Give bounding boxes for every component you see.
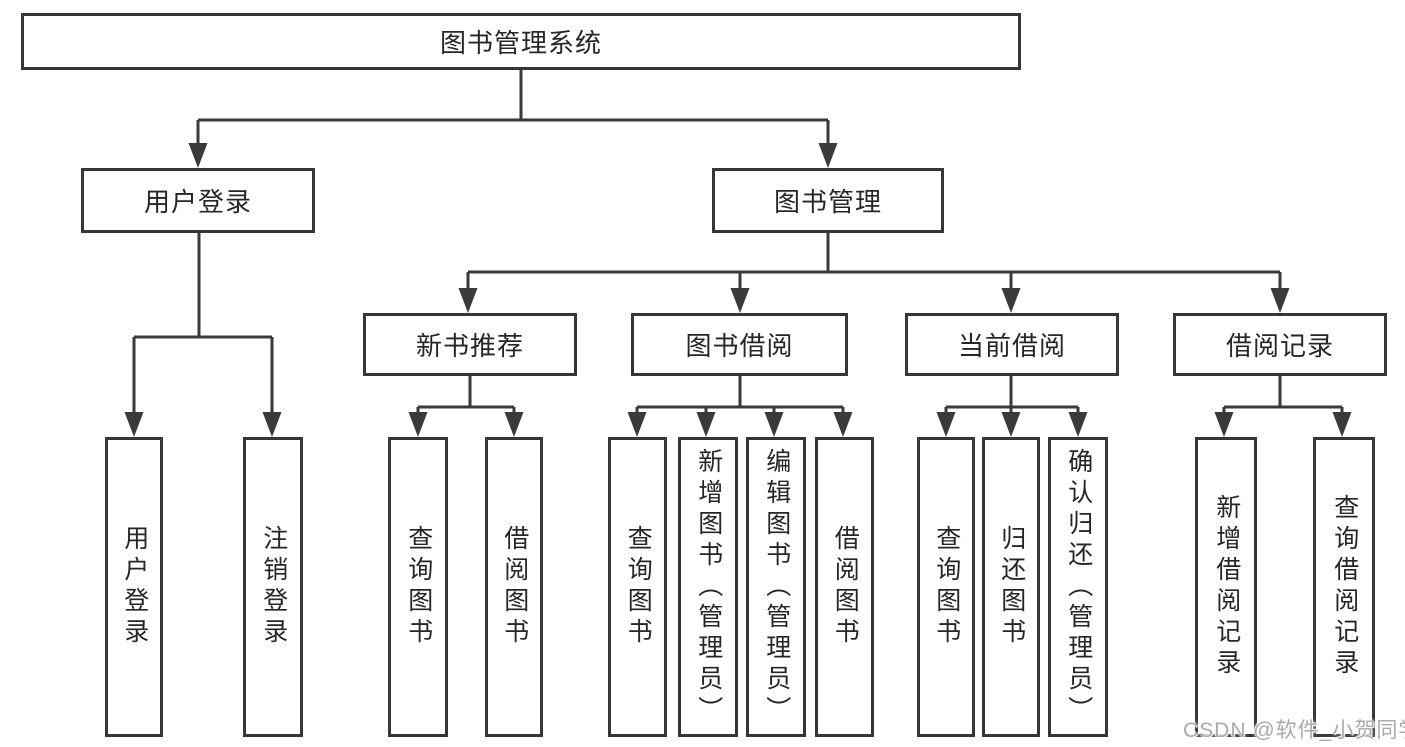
leaf-logout: 注销登录 bbox=[243, 437, 303, 737]
leaf-add-borrow-record: 新增借阅记录 bbox=[1195, 437, 1257, 737]
arrowheads bbox=[124, 143, 1352, 437]
leaf-user-login: 用户登录 bbox=[105, 437, 163, 737]
connector-user-login-to-leaves bbox=[132, 232, 274, 418]
node-user-login: 用户登录 bbox=[81, 168, 315, 233]
leaf-query-books-borrowing: 查询图书 bbox=[608, 437, 667, 737]
connector-book-mgmt-to-level3 bbox=[466, 232, 1282, 293]
leaf-query-borrow-record: 查询借阅记录 bbox=[1313, 437, 1375, 737]
arrow-icon bbox=[1068, 412, 1088, 437]
leaf-borrow-books-recommend: 借阅图书 bbox=[485, 437, 543, 737]
connector-root-to-level2 bbox=[196, 69, 830, 148]
arrow-icon bbox=[627, 412, 647, 437]
leaf-confirm-return-admin: 确认归还（管理员） bbox=[1048, 437, 1108, 737]
leaf-return-book: 归还图书 bbox=[982, 437, 1040, 737]
connector-borrowing-to-leaves bbox=[635, 375, 845, 420]
node-current-borrowing: 当前借阅 bbox=[905, 313, 1119, 376]
arrow-icon bbox=[1270, 288, 1290, 313]
leaf-borrow-books-borrowing: 借阅图书 bbox=[815, 437, 874, 737]
node-borrowing-records: 借阅记录 bbox=[1173, 313, 1387, 376]
arrow-icon bbox=[408, 412, 428, 437]
node-root-library-system: 图书管理系统 bbox=[21, 13, 1021, 70]
connector-records-to-leaves bbox=[1222, 375, 1344, 420]
connector-new-book-to-leaves bbox=[416, 375, 516, 420]
arrow-icon bbox=[458, 288, 478, 313]
arrow-icon bbox=[833, 412, 853, 437]
arrow-icon bbox=[730, 288, 750, 313]
arrow-icon bbox=[504, 412, 524, 437]
node-new-book-recommend: 新书推荐 bbox=[363, 313, 577, 376]
arrow-icon bbox=[1214, 412, 1234, 437]
arrow-icon bbox=[124, 412, 144, 437]
arrow-icon bbox=[1332, 412, 1352, 437]
arrow-icon bbox=[936, 412, 956, 437]
arrow-icon bbox=[696, 412, 716, 437]
csdn-watermark: CSDN @软件_小贺同学 bbox=[1183, 719, 1405, 742]
leaf-query-books-recommend: 查询图书 bbox=[388, 437, 448, 737]
arrow-icon bbox=[1001, 412, 1021, 437]
arrow-icon bbox=[818, 143, 838, 168]
node-book-management: 图书管理 bbox=[712, 168, 944, 233]
arrow-icon bbox=[262, 412, 282, 437]
arrow-icon bbox=[1001, 288, 1021, 313]
node-book-borrowing: 图书借阅 bbox=[631, 313, 848, 376]
leaf-add-book-admin: 新增图书（管理员） bbox=[678, 437, 738, 737]
leaf-edit-book-admin: 编辑图书（管理员） bbox=[746, 437, 806, 737]
leaf-query-books-current: 查询图书 bbox=[917, 437, 975, 737]
arrow-icon bbox=[764, 412, 784, 437]
arrow-icon bbox=[188, 143, 208, 168]
